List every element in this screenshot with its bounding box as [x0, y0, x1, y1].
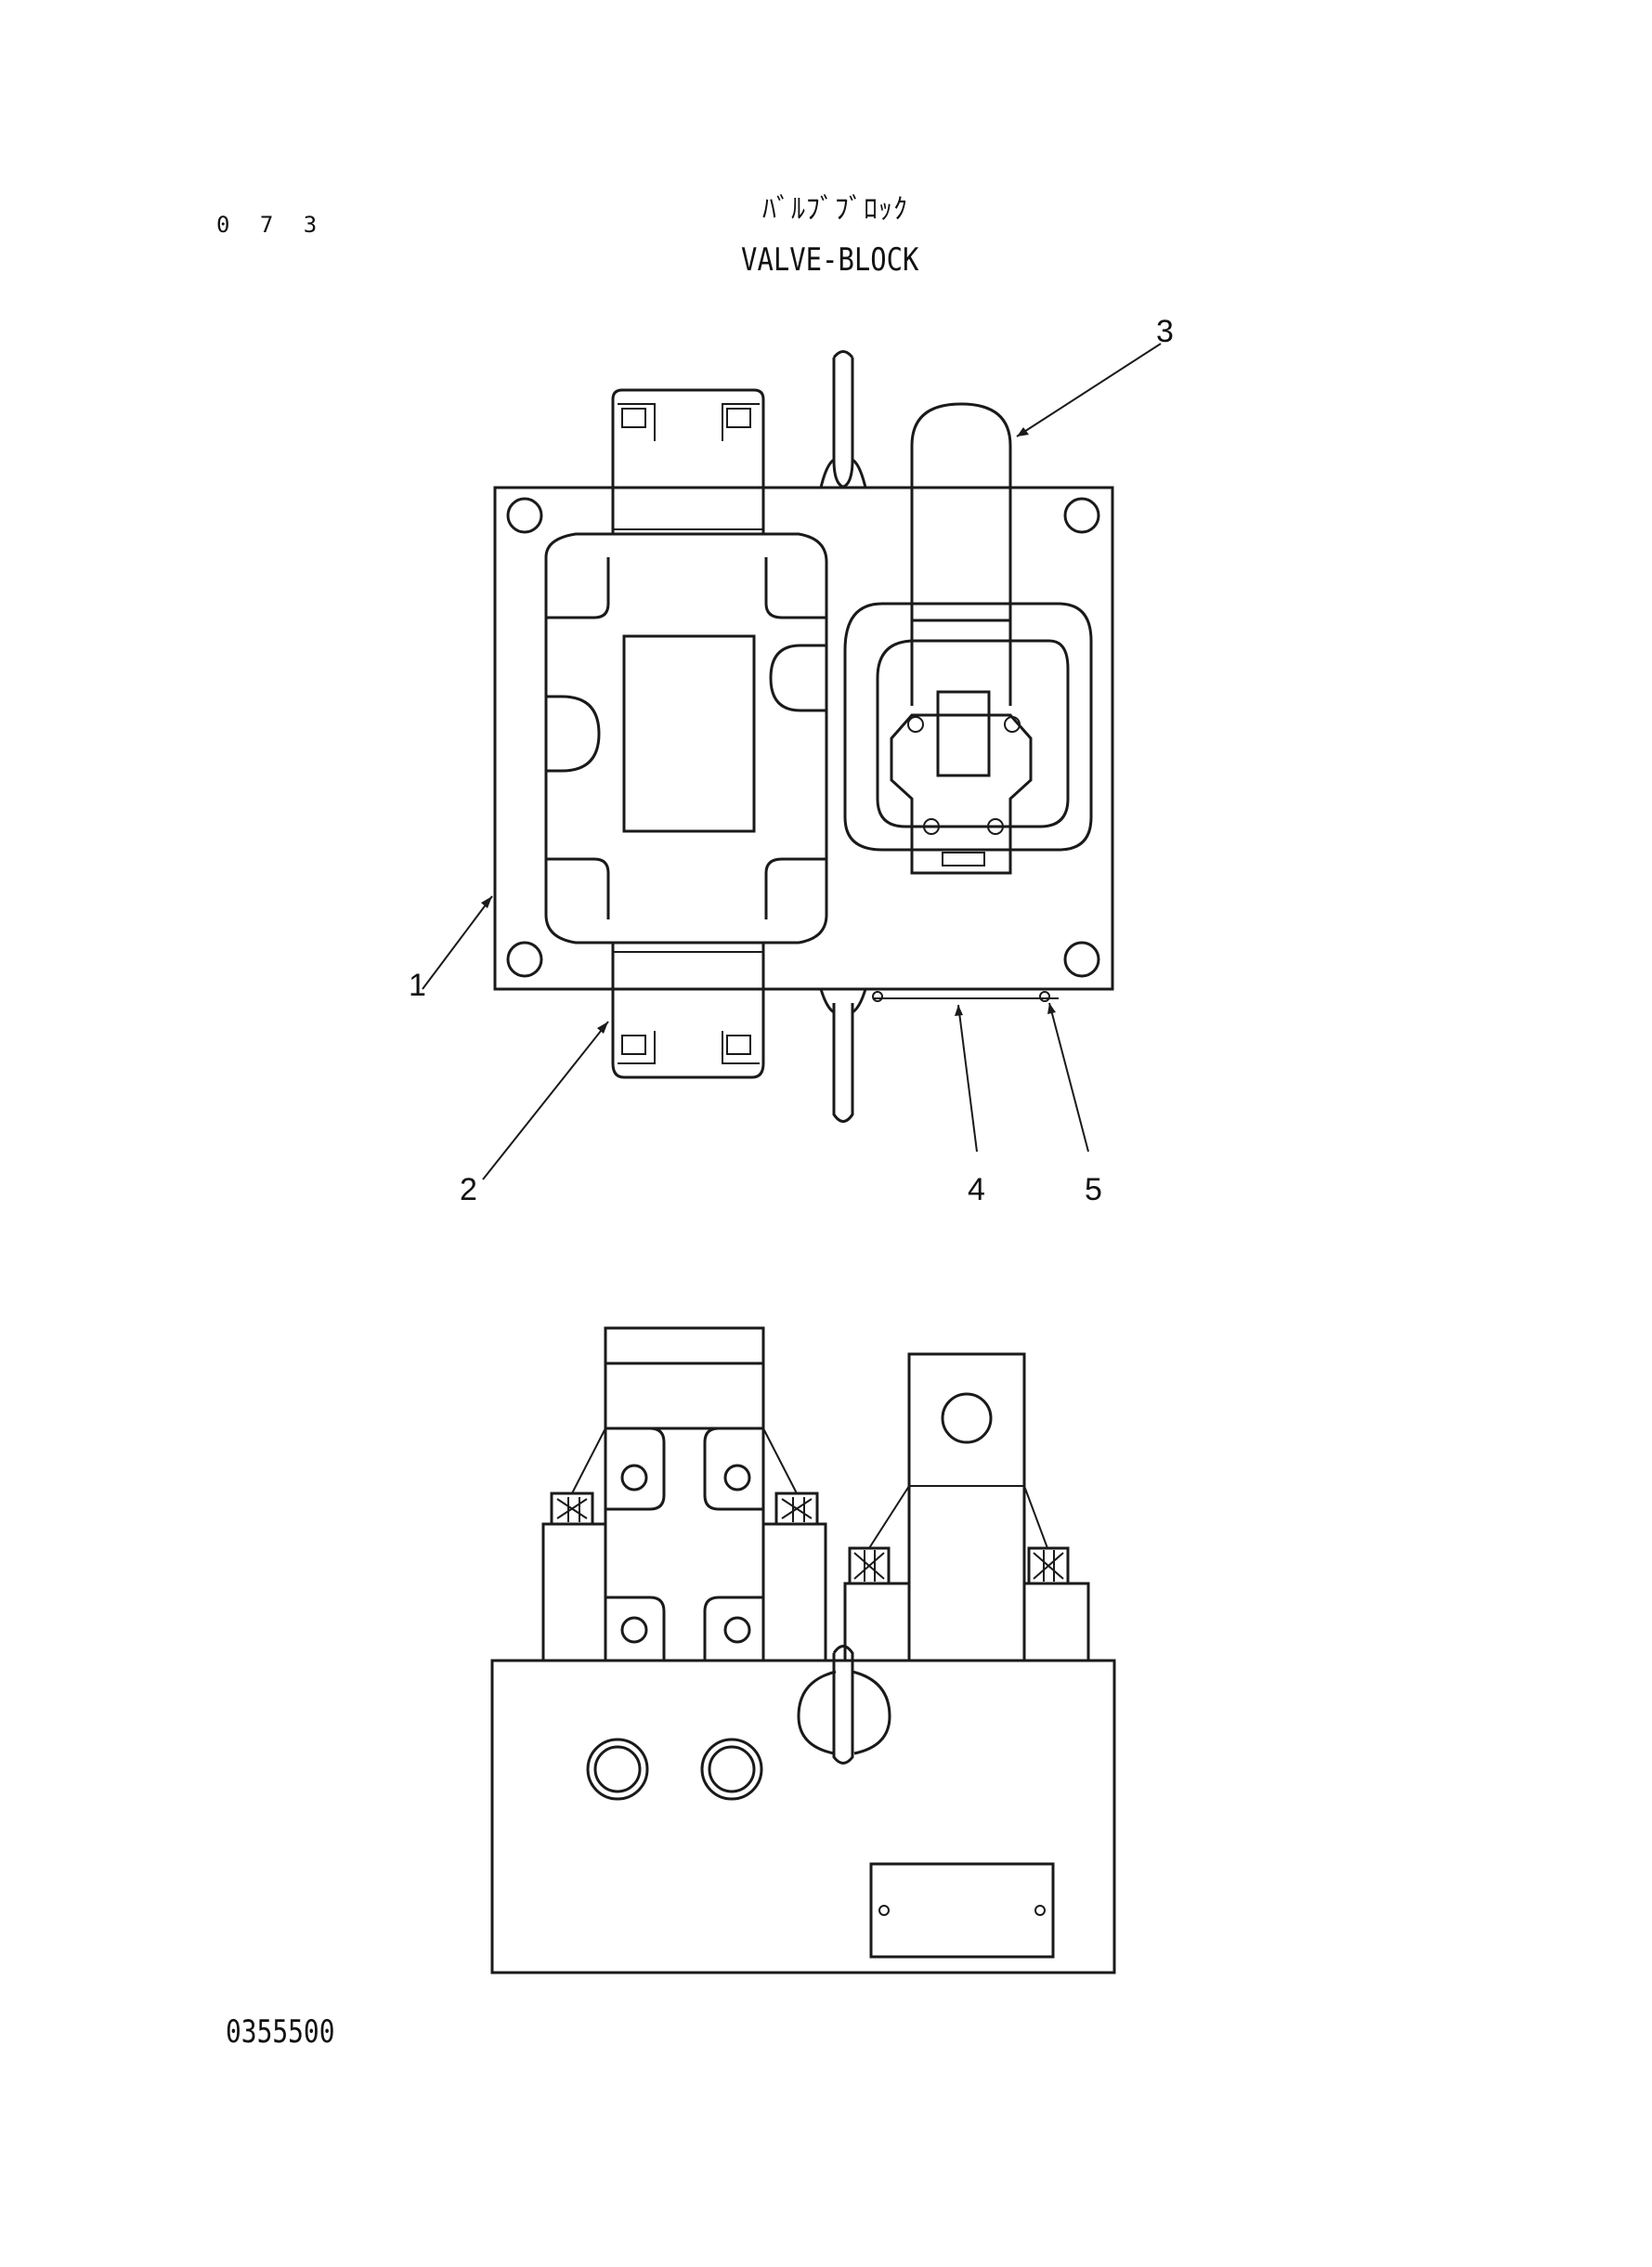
mount-hole [1063, 941, 1100, 978]
callout-leader-3 [1016, 343, 1162, 437]
solenoid-coil-bottom [611, 943, 765, 1079]
title-japanese: ﾊﾞﾙﾌﾞﾌﾞﾛｯｸ [762, 193, 908, 226]
top-view: 1 2 3 4 5 [409, 314, 1174, 1207]
valve-handle [910, 402, 1012, 706]
coil-cap [604, 1326, 765, 1365]
secondary-valve-housing-outer [843, 602, 1093, 852]
lever-handle-bottom [832, 1003, 854, 1123]
mount-hole [506, 497, 543, 534]
callout-number-4: 4 [968, 1172, 985, 1207]
callout-number-2: 2 [460, 1172, 477, 1207]
knurled-nut [1027, 1546, 1070, 1585]
base-plate [493, 486, 1114, 991]
solenoid-coil-top [611, 388, 765, 534]
port [700, 1738, 763, 1801]
callout-leader-4 [957, 1004, 978, 1153]
lever-handle-top [832, 358, 854, 489]
nameplate [869, 1862, 1055, 1959]
callout-number-3: 3 [1156, 314, 1174, 349]
callout-leader-5 [1048, 1002, 1089, 1153]
solenoid-valve-body [544, 532, 828, 945]
cover-window [936, 690, 991, 777]
valve-column [907, 1352, 1026, 1662]
title-english: VALVE-BLOCK [741, 241, 919, 279]
callout-leader-2 [482, 1021, 609, 1180]
front-view [490, 1326, 1116, 1974]
drawing-code: 0355500 [226, 2013, 335, 2051]
secondary-valve-housing-inner [876, 639, 1070, 828]
callout-number-1: 1 [409, 968, 426, 1003]
callout-number-5: 5 [1085, 1172, 1102, 1207]
page-number: 0 7 3 [216, 212, 326, 238]
mount-hole [1063, 497, 1100, 534]
lever-knob [832, 1645, 854, 1765]
valve-window [622, 634, 756, 833]
front-block [490, 1659, 1116, 1974]
mount-hole [506, 941, 543, 978]
callout-leader-1 [422, 895, 493, 990]
port [586, 1738, 649, 1801]
valve-cover [890, 713, 1033, 875]
